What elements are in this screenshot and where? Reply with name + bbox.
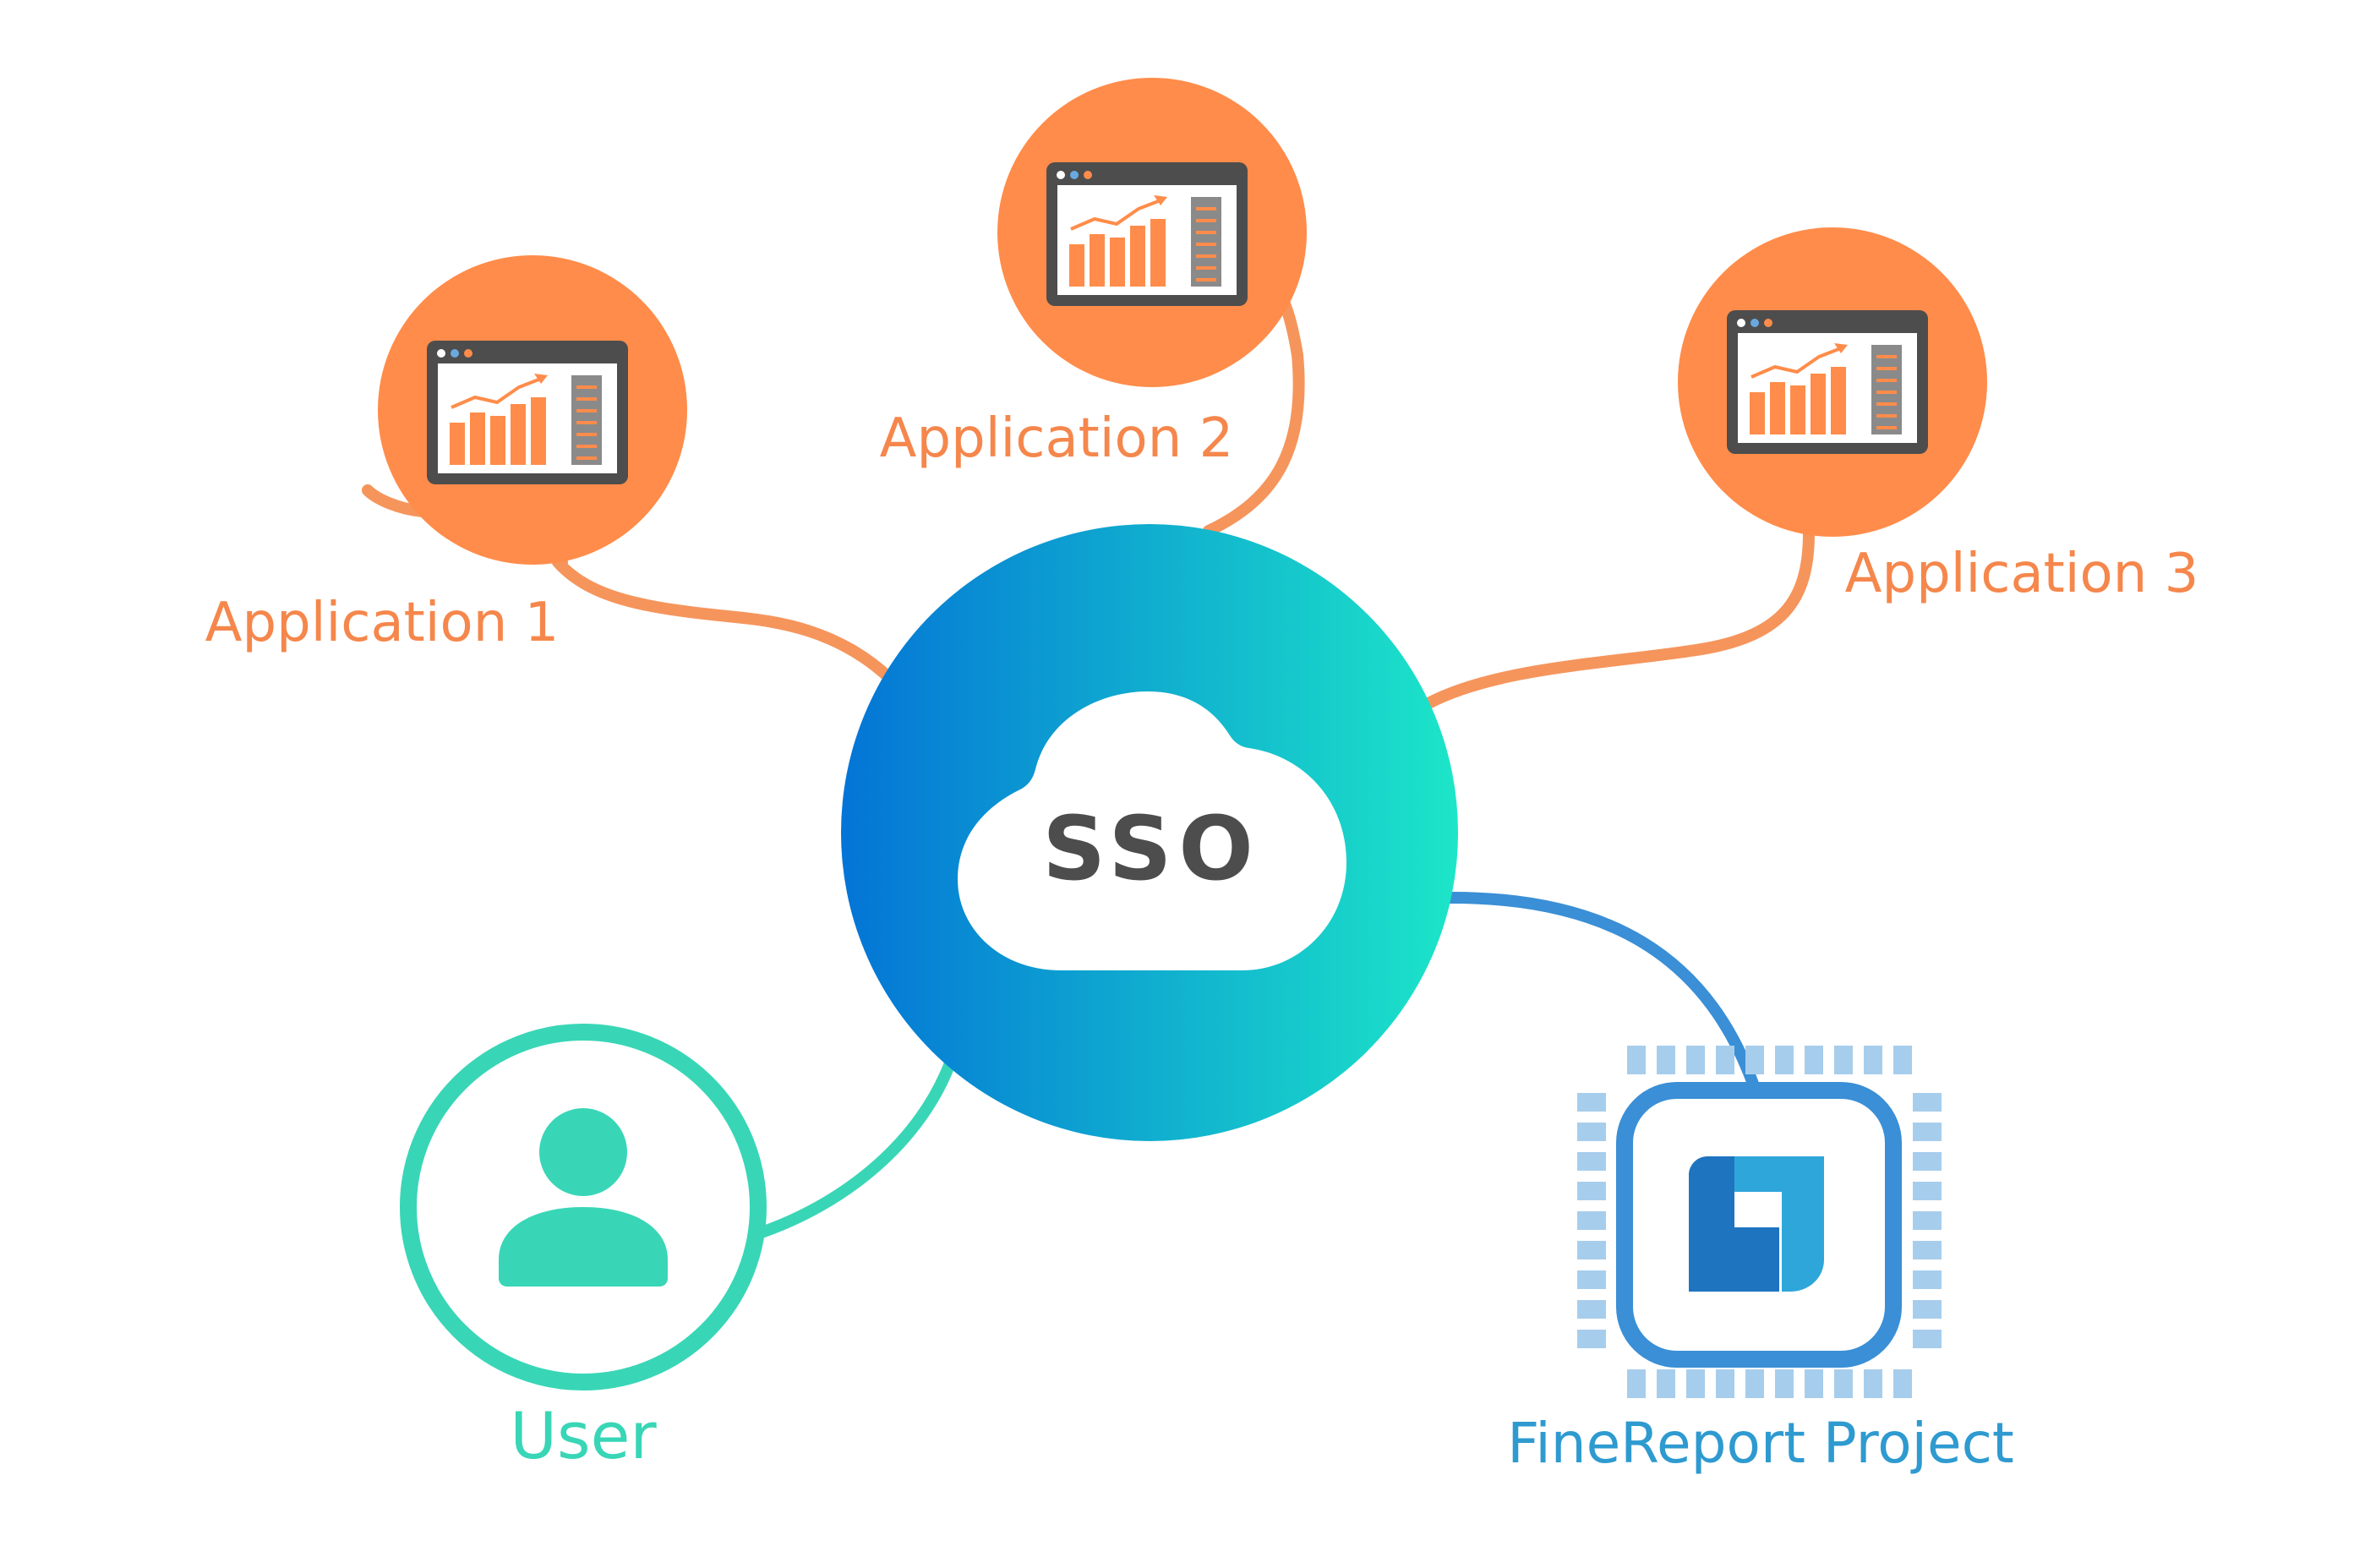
application-3-label: Application 3 <box>1845 543 2199 605</box>
application-3-node <box>1678 227 1987 537</box>
user-icon <box>499 1108 668 1287</box>
dashboard-window-icon <box>425 339 630 486</box>
finereport-project-node <box>1577 1046 1942 1398</box>
application-2-node <box>997 78 1307 387</box>
finereport-logo-icon <box>1689 1156 1824 1292</box>
chip-pins <box>1577 1046 1942 1398</box>
sso-hub: SSO <box>841 524 1458 1141</box>
connector-app3 <box>1423 527 1815 709</box>
application-1-label: Application 1 <box>205 592 560 654</box>
user-label: User <box>510 1398 657 1473</box>
application-2-label: Application 2 <box>880 407 1234 470</box>
user-node <box>400 1024 767 1390</box>
application-1-node <box>378 255 687 565</box>
connector-app2 <box>1203 294 1305 537</box>
connector-project <box>1439 891 1760 1092</box>
finereport-project-label: FineReport Project <box>1507 1411 2014 1476</box>
dashboard-window-icon <box>1725 309 1930 456</box>
sso-label: SSO <box>1042 797 1260 900</box>
connector-app1 <box>552 556 893 682</box>
dashboard-window-icon <box>1045 161 1249 308</box>
connector-user <box>751 1055 957 1240</box>
cloud-icon <box>958 691 1346 970</box>
